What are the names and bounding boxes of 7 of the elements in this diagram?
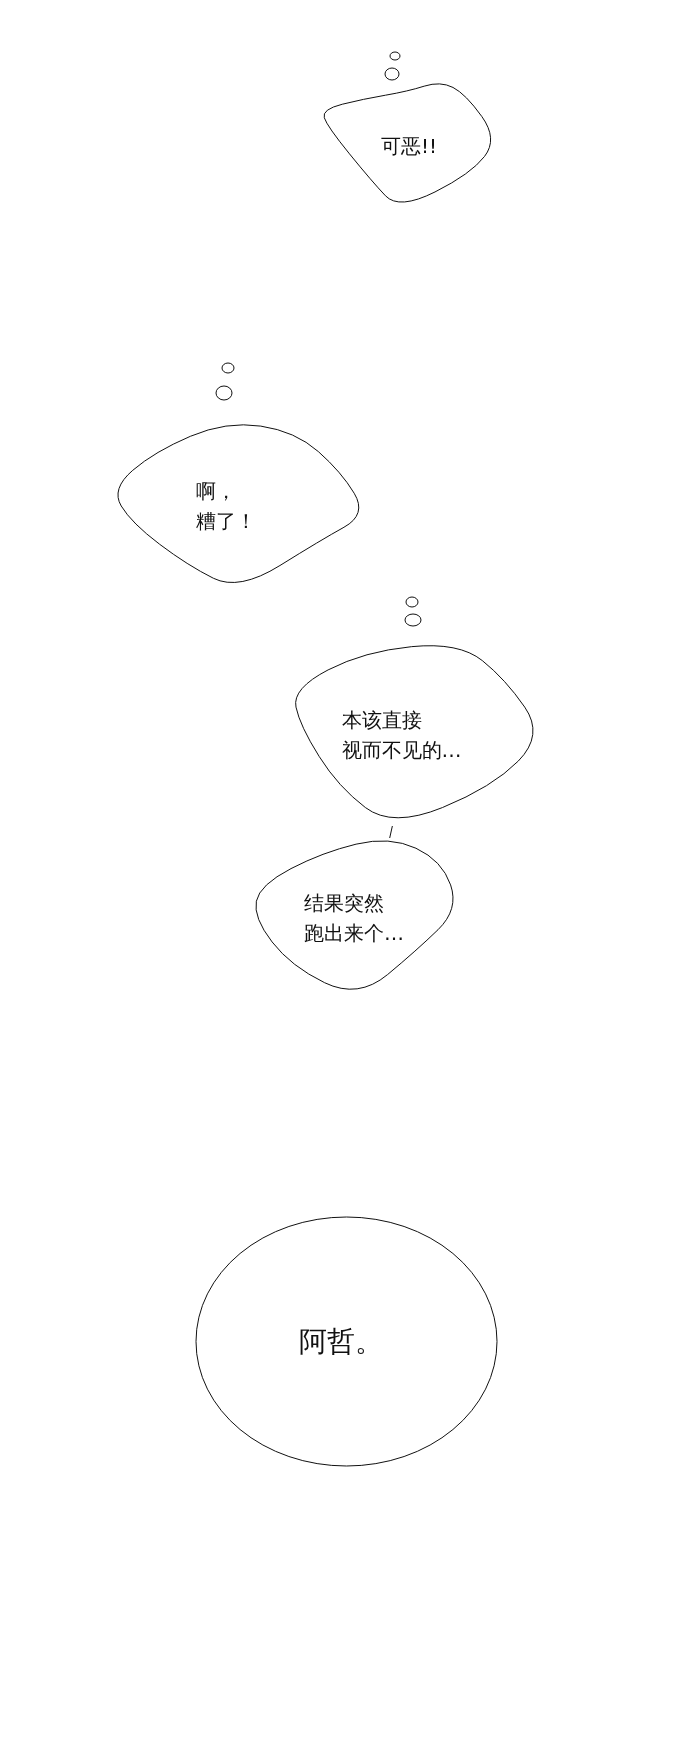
- bubble-text: 阿哲。: [299, 1323, 384, 1360]
- bubble-text: 本该直接视而不见的…: [341, 707, 463, 764]
- bubble-neck-line: [389, 825, 393, 839]
- bubble-text: 结果突然跑出来个…: [304, 889, 405, 947]
- bubble-text: 啊，糟了！: [196, 478, 257, 535]
- bubble-text: 可恶!!: [381, 132, 439, 160]
- speech-bubble: [196, 1217, 497, 1466]
